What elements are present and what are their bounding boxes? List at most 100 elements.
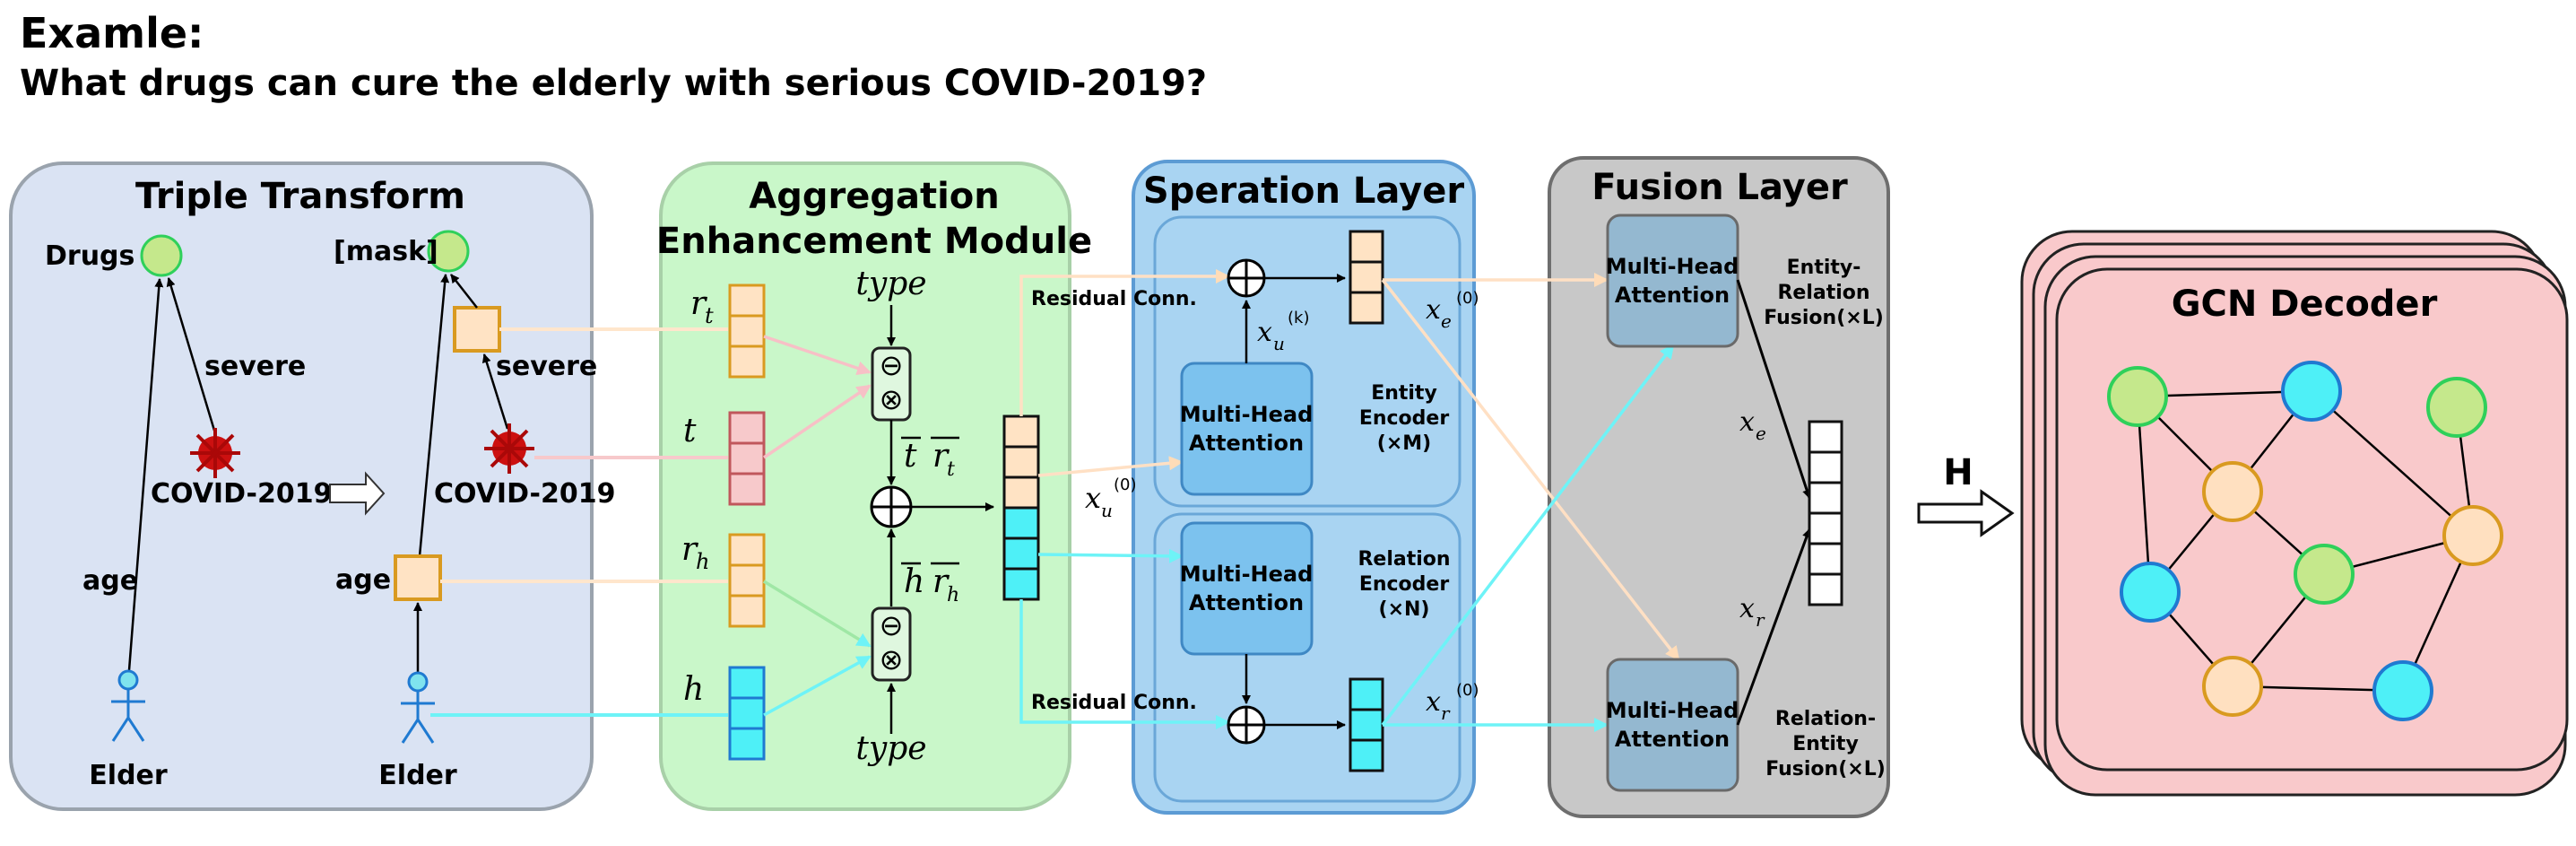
entity-encoder-line1: Entity — [1371, 382, 1437, 405]
rt-vector — [728, 283, 766, 379]
covid-virus-icon — [190, 428, 240, 478]
times-operator-top: ⊗ — [880, 382, 904, 416]
covid-virus-icon-right — [484, 423, 534, 474]
re-fusion-mha-box[interactable] — [1606, 658, 1739, 792]
xe0-superscript: (0) — [1456, 289, 1479, 308]
relation-mha-label: Multi-Head — [1180, 562, 1314, 587]
minus-operator-bottom: ⊖ — [880, 608, 904, 642]
relation-encoder-line3: (×N) — [1379, 598, 1430, 621]
xr-label: x — [1739, 593, 1755, 624]
h-transfer-arrow-icon — [1917, 489, 2015, 537]
xe-subscript: e — [1756, 423, 1766, 444]
re-fusion-line3: Fusion(×L) — [1765, 758, 1886, 781]
severe-label-right: severe — [496, 351, 597, 382]
er-fusion-mha-label: Multi-Head — [1606, 254, 1739, 279]
elder-person-icon-right — [401, 671, 435, 744]
mask-label: [mask] — [334, 236, 438, 267]
gcn-node — [2120, 562, 2181, 623]
separation-title: Speration Layer — [1143, 170, 1464, 212]
covid-label-right: COVID-2019 — [434, 478, 616, 510]
aggregated-vector — [1002, 414, 1040, 601]
covid-label-left: COVID-2019 — [151, 478, 333, 510]
drugs-node — [140, 234, 183, 277]
fused-output-vector — [1808, 420, 1843, 606]
rt-label: r — [690, 285, 707, 322]
lower-operator-box — [871, 606, 912, 682]
relation-attention-label: Attention — [1189, 590, 1304, 615]
er-fusion-line2: Relation — [1777, 282, 1869, 304]
xu0-label: x — [1085, 481, 1101, 515]
entity-output-vector — [1349, 230, 1384, 325]
xuk-label: x — [1257, 317, 1272, 348]
xe0-subscript: e — [1441, 310, 1452, 332]
relation-output-vector — [1349, 677, 1384, 772]
age-relation-node — [394, 554, 442, 601]
rh-vector — [728, 533, 766, 628]
age-label-left: age — [82, 565, 138, 597]
drugs-label: Drugs — [45, 240, 134, 272]
gcn-decoder-title: GCN Decoder — [2172, 283, 2438, 325]
times-operator-bottom: ⊗ — [880, 642, 904, 676]
gcn-node — [2426, 377, 2487, 438]
xr0-subscript: r — [1441, 702, 1451, 724]
xe0-label: x — [1426, 294, 1441, 326]
xu0-subscript: u — [1101, 500, 1113, 521]
relation-encoder-line2: Encoder — [1359, 573, 1450, 596]
triple-transform-title: Triple Transform — [135, 176, 465, 217]
entity-encoder-line3: (×M) — [1377, 432, 1431, 455]
minus-operator-top: ⊖ — [880, 348, 904, 382]
er-fusion-mha-box[interactable] — [1606, 214, 1739, 348]
t-vector — [728, 411, 766, 506]
type-label-bottom: type — [855, 730, 926, 767]
relation-mha-box[interactable] — [1180, 521, 1314, 656]
aggregation-title-line1: Aggregation — [749, 176, 1000, 217]
rhbar-label: r — [932, 563, 950, 600]
h-label: h — [683, 671, 704, 708]
re-fusion-line1: Relation- — [1775, 708, 1876, 730]
example-question: What drugs can cure the elderly with ser… — [20, 63, 1208, 104]
gcn-node — [2372, 660, 2433, 721]
h-vector — [728, 666, 766, 761]
severe-relation-node — [453, 306, 501, 353]
h-output-label: H — [1943, 452, 1973, 493]
xr0-superscript: (0) — [1456, 681, 1479, 700]
xu0-superscript: (0) — [1114, 475, 1137, 494]
rtbar-label: r — [932, 438, 950, 475]
er-fusion-line1: Entity- — [1787, 257, 1861, 279]
severe-label-left: severe — [204, 351, 306, 382]
relation-residual-sum-icon — [1227, 705, 1266, 745]
residual-label-top: Residual Conn. — [1031, 288, 1197, 310]
t-label: t — [683, 413, 697, 449]
er-fusion-line3: Fusion(×L) — [1764, 307, 1884, 329]
er-fusion-attention-label: Attention — [1615, 283, 1730, 308]
transform-arrow-icon — [329, 471, 386, 516]
entity-encoder-line2: Encoder — [1359, 407, 1450, 430]
aggregation-sum-icon — [870, 485, 913, 528]
aggregation-title-line2: Enhancement Module — [656, 221, 1092, 262]
rh-label: r — [681, 531, 698, 568]
entity-residual-sum-icon — [1227, 258, 1266, 298]
re-fusion-mha-label: Multi-Head — [1606, 698, 1739, 723]
entity-mha-box[interactable] — [1180, 362, 1314, 496]
mask-node — [427, 230, 470, 273]
type-label-top: type — [855, 266, 926, 302]
residual-label-bottom: Residual Conn. — [1031, 692, 1197, 714]
gcn-node — [2107, 366, 2168, 427]
example-title: Examle: — [20, 9, 204, 57]
rt-subscript: t — [705, 303, 714, 328]
xr0-label: x — [1426, 686, 1441, 718]
tbar-label: t — [904, 438, 917, 475]
entity-attention-label: Attention — [1189, 431, 1304, 456]
gcn-node — [2202, 461, 2263, 522]
rh-subscript: h — [696, 549, 709, 574]
elder-label-left: Elder — [89, 760, 168, 791]
xr-subscript: r — [1756, 609, 1765, 631]
xuk-subscript: u — [1273, 333, 1285, 354]
gcn-node — [2202, 656, 2263, 717]
elder-label-right: Elder — [378, 760, 457, 791]
gcn-node — [2294, 544, 2355, 605]
gcn-node — [2281, 361, 2342, 422]
hbar-label: h — [904, 563, 924, 600]
rtbar-subscript: t — [947, 458, 955, 481]
